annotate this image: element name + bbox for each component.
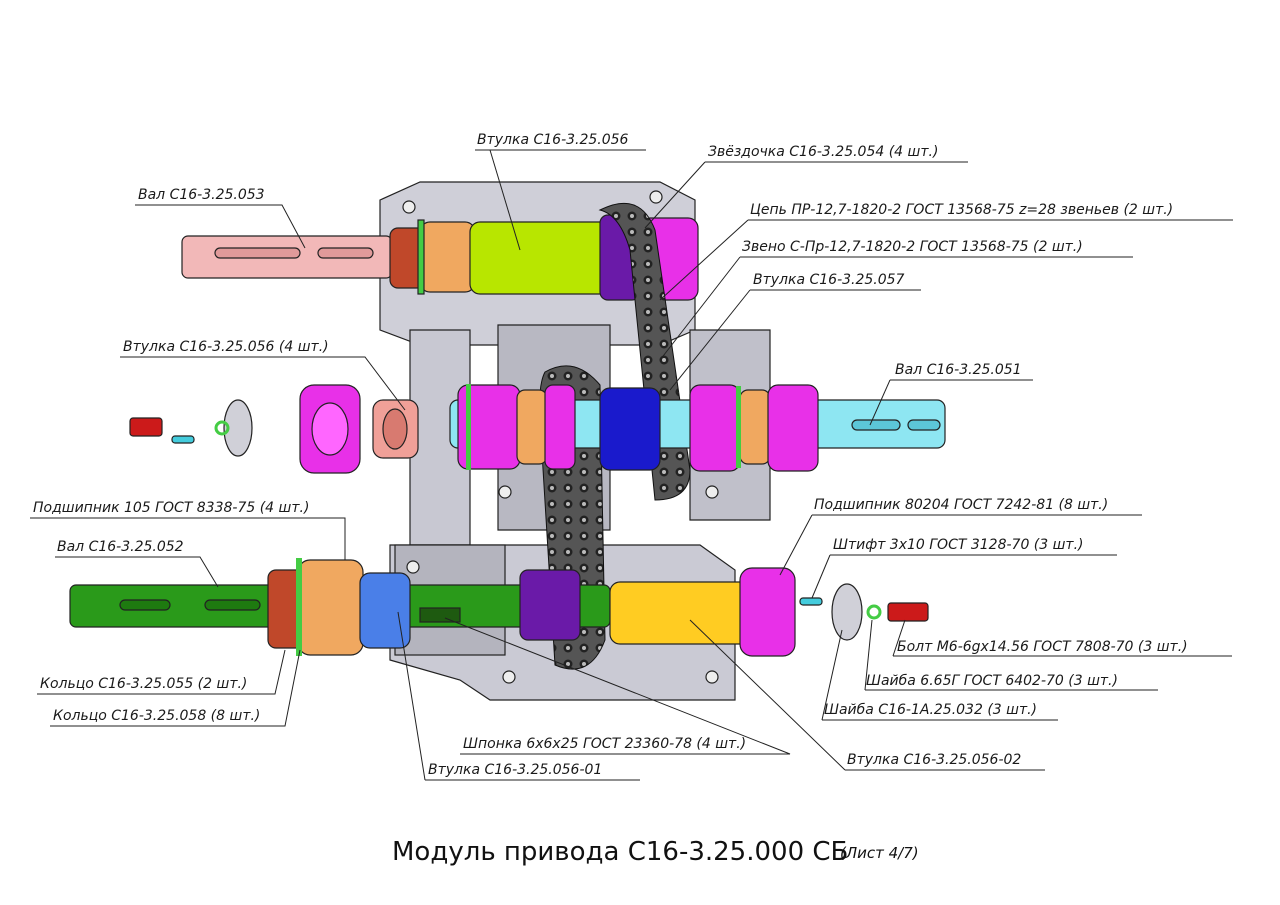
bolt-m6 bbox=[887, 602, 929, 622]
bolt-left bbox=[129, 417, 163, 437]
label-val-053: Вал С16-3.25.053 bbox=[138, 187, 265, 203]
bushing-056-01 bbox=[359, 572, 411, 649]
label-zvezdochka-054: Звёздочка С16-3.25.054 (4 шт.) bbox=[708, 144, 938, 160]
label-vtulka-056-01: Втулка С16-3.25.056-01 bbox=[428, 762, 602, 778]
bearing-105-bottom bbox=[297, 559, 364, 656]
label-koltso-055: Кольцо С16-3.25.055 (2 шт.) bbox=[40, 676, 247, 692]
bushing-056-02 bbox=[609, 581, 756, 645]
washer-left bbox=[223, 399, 253, 457]
label-vtulka-057: Втулка С16-3.25.057 bbox=[753, 272, 905, 288]
pin-left bbox=[171, 435, 195, 444]
sprocket-middle bbox=[599, 387, 661, 471]
ring-058 bbox=[419, 221, 476, 293]
drawing-title: Модуль привода С16-3.25.000 СБ bbox=[392, 837, 848, 867]
bushing-056-top bbox=[469, 221, 611, 295]
middle-shaft-assembly bbox=[449, 384, 946, 472]
top-shaft-assembly bbox=[181, 214, 699, 301]
label-vtulka-056-top: Втулка С16-3.25.056 bbox=[477, 132, 629, 148]
label-shtift: Штифт 3х10 ГОСТ 3128-70 (3 шт.) bbox=[833, 537, 1084, 553]
label-val-051: Вал С16-3.25.051 bbox=[895, 362, 1022, 378]
washer-665 bbox=[866, 604, 882, 620]
label-podshipnik-80204: Подшипник 80204 ГОСТ 7242-81 (8 шт.) bbox=[814, 497, 1108, 513]
washer-032 bbox=[831, 583, 863, 641]
label-tsep: Цепь ПР-12,7-1820-2 ГОСТ 13568-75 z=28 з… bbox=[750, 202, 1173, 218]
bearing-80204-bottom bbox=[739, 567, 796, 657]
leader-lines bbox=[30, 149, 1233, 781]
label-koltso-058: Кольцо С16-3.25.058 (8 шт.) bbox=[53, 708, 260, 724]
label-val-052: Вал С16-3.25.052 bbox=[57, 539, 184, 555]
label-bolt: Болт М6-6gx14.56 ГОСТ 7808-70 (3 шт.) bbox=[897, 639, 1188, 655]
bottom-shaft-assembly bbox=[69, 558, 929, 657]
label-shaiba-665: Шайба 6.65Г ГОСТ 6402-70 (3 шт.) bbox=[866, 673, 1118, 689]
label-podshipnik-105: Подшипник 105 ГОСТ 8338-75 (4 шт.) bbox=[33, 500, 309, 516]
bearing-80204 bbox=[767, 384, 819, 472]
label-vtulka-056-4: Втулка С16-3.25.056 (4 шт.) bbox=[123, 339, 329, 355]
label-zveno: Звено С-Пр-12,7-1820-2 ГОСТ 13568-75 (2 … bbox=[742, 239, 1083, 255]
label-vtulka-056-02: Втулка С16-3.25.056-02 bbox=[847, 752, 1021, 768]
key-6x6x25 bbox=[419, 607, 461, 623]
label-shaiba-032: Шайба С16-1А.25.032 (3 шт.) bbox=[824, 702, 1037, 718]
pin-right bbox=[799, 597, 823, 606]
sheet-number: (Лист 4/7) bbox=[840, 844, 919, 862]
label-shponka: Шпонка 6х6х25 ГОСТ 23360-78 (4 шт.) bbox=[463, 736, 746, 752]
left-exploded-parts bbox=[129, 384, 419, 474]
callout-labels: Вал С16-3.25.053 Втулка С16-3.25.056 Звё… bbox=[33, 132, 1188, 778]
